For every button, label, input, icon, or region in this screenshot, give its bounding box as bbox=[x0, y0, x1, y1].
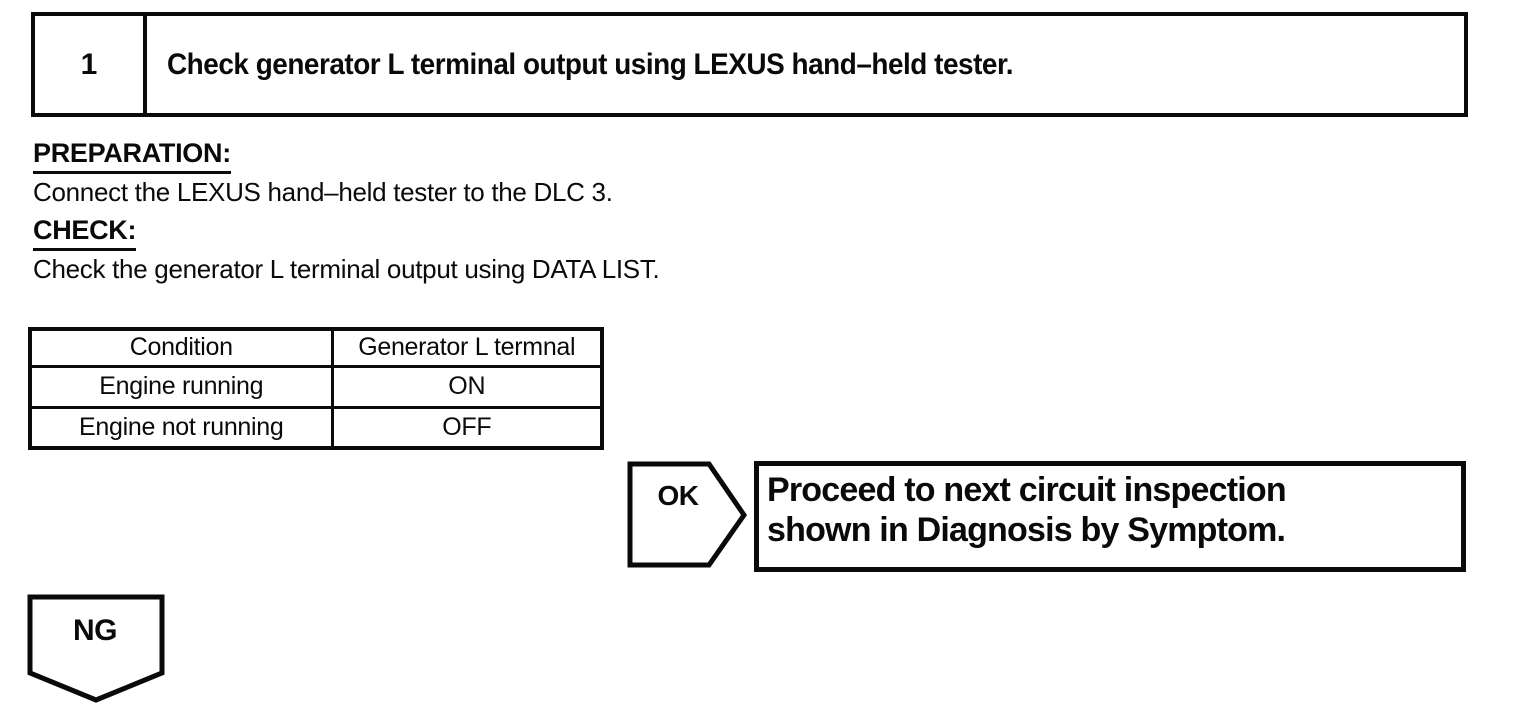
ok-action-line: Proceed to next circuit inspection bbox=[767, 471, 1287, 509]
preparation-heading: PREPARATION: bbox=[33, 138, 231, 174]
ng-label: NG bbox=[73, 614, 118, 647]
step-number-cell: 1 bbox=[35, 16, 147, 113]
ng-connector: NG bbox=[27, 594, 165, 704]
ok-label: OK bbox=[657, 480, 700, 511]
ok-connector: OK bbox=[627, 461, 747, 568]
ok-action-box: Proceed to next circuit inspection shown… bbox=[754, 461, 1466, 572]
preparation-body: Connect the LEXUS hand–held tester to th… bbox=[33, 177, 613, 207]
ng-arrow-down-icon bbox=[27, 594, 165, 703]
step-title: Check generator L terminal output using … bbox=[167, 47, 1014, 81]
check-body: Check the generator L terminal output us… bbox=[33, 254, 660, 284]
table-header-row: Condition Generator L termnal bbox=[28, 327, 604, 368]
check-heading: CHECK: bbox=[33, 215, 137, 251]
step-number: 1 bbox=[80, 47, 98, 81]
value-cell: OFF bbox=[330, 405, 604, 450]
condition-table: Condition Generator L termnal Engine run… bbox=[28, 327, 604, 450]
terminal-header-cell: Generator L termnal bbox=[330, 327, 604, 368]
table-row: Engine not running OFF bbox=[28, 405, 604, 450]
step-header-box: 1 Check generator L terminal output usin… bbox=[31, 12, 1468, 117]
step-title-cell: Check generator L terminal output using … bbox=[147, 16, 1464, 113]
table-row: Engine running ON bbox=[28, 364, 604, 409]
condition-cell: Engine not running bbox=[28, 405, 334, 450]
ok-action-line: shown in Diagnosis by Symptom. bbox=[767, 511, 1286, 549]
ok-arrow-right-icon bbox=[627, 461, 747, 568]
value-cell: ON bbox=[330, 364, 604, 409]
condition-cell: Engine running bbox=[28, 364, 334, 409]
condition-header-cell: Condition bbox=[28, 327, 334, 368]
